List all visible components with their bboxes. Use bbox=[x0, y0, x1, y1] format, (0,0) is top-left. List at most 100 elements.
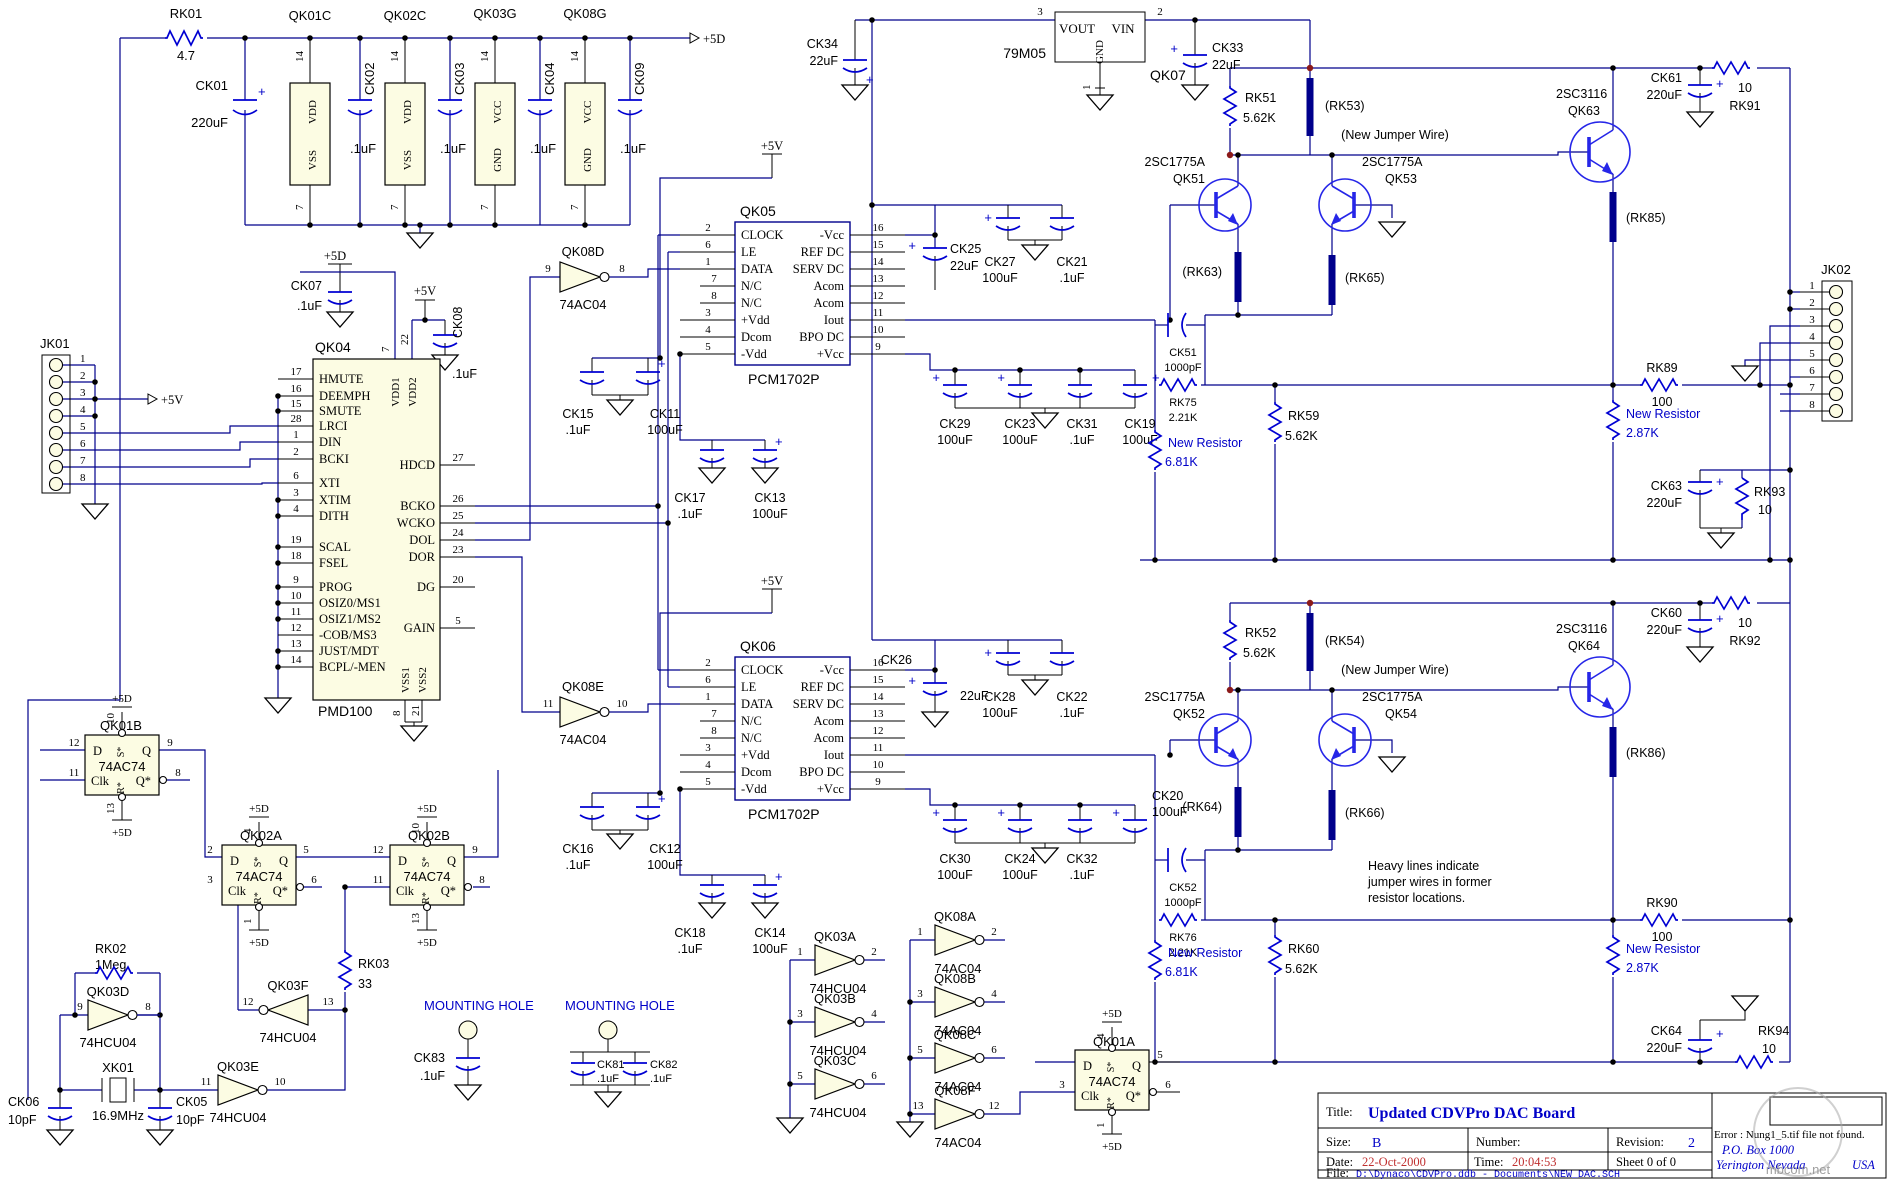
revision-value: 2 bbox=[1688, 1136, 1695, 1151]
pin-num: 16 bbox=[291, 383, 303, 395]
cap-val: 100uF bbox=[752, 507, 788, 521]
res-ref: RK59 bbox=[1288, 409, 1319, 423]
pin-num: 13 bbox=[873, 273, 885, 285]
pin-num: 7 bbox=[711, 273, 717, 285]
inverter-ref: QK03D bbox=[87, 984, 130, 999]
inverter-part: 74HCU04 bbox=[809, 1105, 866, 1120]
plus: + bbox=[932, 370, 940, 385]
transistor-ref: QK63 bbox=[1568, 104, 1600, 118]
new-resistor-label: New Resistor bbox=[1626, 942, 1700, 956]
rail-label: +5D bbox=[249, 937, 269, 949]
inverter-part: 74HCU04 bbox=[259, 1030, 316, 1045]
pin-num: 5 bbox=[1157, 1049, 1163, 1061]
ck07-ref: CK07 bbox=[291, 279, 322, 293]
rk03-resistor bbox=[337, 950, 353, 990]
res-ref: RK76 bbox=[1169, 932, 1197, 944]
inverter-part: 74AC04 bbox=[935, 1135, 982, 1150]
pin-num: 9 bbox=[545, 263, 551, 275]
jumper-note: (New Jumper Wire) bbox=[1341, 128, 1449, 142]
xk01-crystal: XK01 16.9MHz bbox=[92, 1060, 144, 1123]
ff-ref: QK02A bbox=[240, 828, 282, 843]
ic-bot-pin-name: VSS bbox=[307, 150, 319, 170]
jk01-connector[interactable]: JK01 1 2 3 4 5 6 7 8 +5V bbox=[40, 336, 183, 494]
inverter-part: 74HCU04 bbox=[79, 1035, 136, 1050]
cap-val: 100uF bbox=[1152, 805, 1188, 819]
pin-num: 10 bbox=[291, 590, 303, 602]
pin-num: 6 bbox=[80, 438, 86, 450]
res-val: 33 bbox=[358, 977, 372, 991]
sheet-title: Updated CDVPro DAC Board bbox=[1368, 1105, 1575, 1122]
pin-num: 1 bbox=[1095, 1123, 1107, 1129]
transistor-ref: QK51 bbox=[1173, 172, 1205, 186]
pin-label: N/C bbox=[741, 296, 762, 310]
jk02-connector[interactable]: JK02 1 2 3 4 5 6 7 8 bbox=[1809, 262, 1853, 422]
cap-val: .1uF bbox=[440, 141, 466, 156]
pin-num: 3 bbox=[1809, 314, 1815, 326]
qk01b-flipflop: QK01B D Clk Q Q* S* R* 74AC74 +5D 10 +5D… bbox=[69, 693, 182, 839]
file-label: File: bbox=[1326, 1166, 1349, 1179]
rk94-resistor bbox=[1735, 1054, 1773, 1070]
cap-val: 1000pF bbox=[1164, 897, 1202, 909]
pin-label: R* bbox=[253, 892, 264, 904]
inverter-bank-qk08: QK08A 74AC04 1 2 QK08B 74AC04 3 4 QK08C … bbox=[913, 909, 1000, 1150]
pin-num: 12 bbox=[873, 290, 884, 302]
cap-ref: CK16 bbox=[562, 842, 593, 856]
pin-label: Acom bbox=[813, 279, 844, 293]
ic-bot-pin-name: GND bbox=[492, 148, 504, 172]
pin-num: 13 bbox=[105, 803, 117, 815]
pin-num: 12 bbox=[69, 737, 80, 749]
pin-num: 9 bbox=[875, 341, 881, 353]
pin-num: 3 bbox=[705, 742, 711, 754]
pin-num: 16 bbox=[873, 222, 885, 234]
pin-num: 5 bbox=[455, 615, 461, 627]
inverter-part: 74AC04 bbox=[560, 297, 607, 312]
pin-num: 9 bbox=[77, 1001, 83, 1013]
pin-num: 24 bbox=[453, 527, 465, 539]
pin-num: 12 bbox=[243, 996, 254, 1008]
cap-val: 100uF bbox=[1002, 868, 1038, 882]
inverter-ref: QK08C bbox=[934, 1027, 977, 1042]
cap-val: 220uF bbox=[1647, 623, 1683, 637]
jumper-note: (New Jumper Wire) bbox=[1341, 663, 1449, 677]
pin-label: XTI bbox=[319, 476, 340, 490]
pin-num: 11 bbox=[291, 606, 302, 618]
note-line: jumper wires in former bbox=[1367, 875, 1492, 889]
pin-label: -Vdd bbox=[741, 347, 767, 361]
pin-label: SCAL bbox=[319, 540, 351, 554]
inverter-ref: QK03A bbox=[814, 929, 856, 944]
jk01-5v-label: +5V bbox=[161, 393, 183, 407]
cap-ref: CK02 bbox=[362, 62, 377, 95]
pin-num: 10 bbox=[105, 713, 117, 725]
pin-label: Q* bbox=[1126, 1089, 1141, 1103]
pin-num: 2 bbox=[705, 657, 711, 669]
pin-num: 2 bbox=[991, 926, 997, 938]
cap-val: .1uF bbox=[1069, 433, 1094, 447]
pin-label: Q* bbox=[136, 774, 151, 788]
pin-num: 8 bbox=[175, 767, 181, 779]
pin-num: 6 bbox=[991, 1044, 997, 1056]
pin-label: D bbox=[230, 854, 239, 868]
pin-label: BCKI bbox=[319, 452, 349, 466]
rk76-resistor bbox=[1159, 912, 1197, 928]
plus: + bbox=[775, 434, 783, 449]
power-arrow-icon bbox=[689, 32, 701, 44]
qk03d-inverter bbox=[87, 999, 130, 1031]
res-val: 100 bbox=[1652, 930, 1673, 944]
regulator-ref: QK07 bbox=[1150, 67, 1186, 83]
transistor-ref: QK53 bbox=[1385, 172, 1417, 186]
pin-label: DATA bbox=[741, 697, 773, 711]
rk60-resistor bbox=[1267, 935, 1283, 975]
pin-num: 7 bbox=[389, 204, 401, 210]
new-resistor-val: 6.81K bbox=[1165, 455, 1198, 469]
pin-num: 3 bbox=[797, 1008, 803, 1020]
inverter-ref: QK03E bbox=[217, 1059, 259, 1074]
pin-num: 8 bbox=[391, 710, 403, 716]
pin-num: 25 bbox=[453, 510, 465, 522]
pin-num: 11 bbox=[873, 742, 884, 754]
pin-num: 8 bbox=[711, 725, 717, 737]
pin-label: Q bbox=[1132, 1059, 1141, 1073]
plus: + bbox=[775, 869, 783, 884]
pin-label: N/C bbox=[741, 279, 762, 293]
pin-label: VDD2 bbox=[407, 377, 419, 406]
